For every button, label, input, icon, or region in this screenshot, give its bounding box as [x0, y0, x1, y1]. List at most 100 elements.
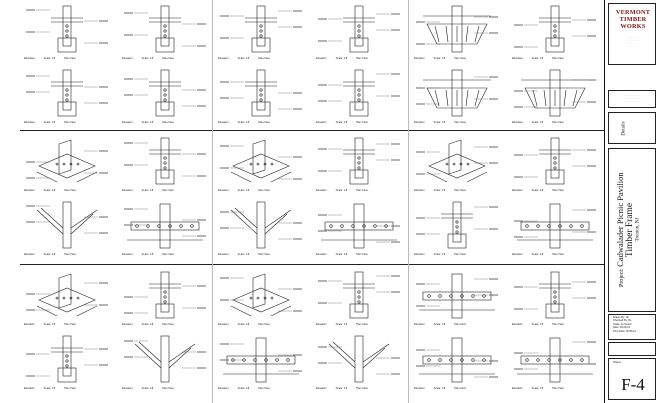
title-block: VERMONT TIMBER WORKS · · · · · · · · ·· …: [604, 0, 658, 403]
detail-plan-label: Plan View: [64, 322, 76, 326]
detail-elevation-label: Elevation: [24, 252, 35, 256]
detail-scale-label: Scale: 1:8: [335, 56, 348, 60]
detail-linework: [124, 69, 206, 117]
detail-scale-label: Scale: 1:8: [237, 322, 250, 326]
detail-scale-label: Scale: 1:8: [335, 386, 348, 390]
detail-elevation-label: Elevation: [24, 120, 35, 124]
detail-plan-label: Plan View: [454, 386, 466, 390]
detail-elevation-label: Elevation: [316, 322, 327, 326]
detail-scale-label: Scale: 1:8: [43, 120, 56, 124]
detail-elevation-label: Elevation: [122, 56, 133, 60]
detail-scale-label: Scale: 1:8: [433, 322, 446, 326]
detail-elevation-label: Elevation: [218, 322, 229, 326]
detail-scale-label: Scale: 1:8: [531, 252, 544, 256]
detail-scale-label: Scale: 1:8: [141, 252, 154, 256]
detail-scale-label: Scale: 1:8: [237, 120, 250, 124]
detail-scale-label: Scale: 1:8: [433, 188, 446, 192]
detail-linework: [220, 201, 302, 249]
detail-plan-label: Plan View: [162, 252, 174, 256]
detail-scale-label: Scale: 1:8: [43, 188, 56, 192]
detail-elevation-label: Elevation: [122, 120, 133, 124]
detail-elevation-label: Elevation: [414, 188, 425, 192]
detail-elevation-label: Elevation: [414, 56, 425, 60]
detail-elevation-label: Elevation: [316, 56, 327, 60]
detail-elevation-label: Elevation: [24, 188, 35, 192]
detail-plan-label: Plan View: [64, 56, 76, 60]
column-divider: [212, 0, 213, 403]
detail-plan-label: Plan View: [162, 386, 174, 390]
sheet-number: F-4: [621, 375, 645, 394]
detail-scale-label: Scale: 1:8: [335, 188, 348, 192]
date: Date: 06.08.21: [613, 326, 631, 330]
detail-scale-label: Scale: 1:8: [141, 120, 154, 124]
sheet-number-box: Sheet F-4: [608, 358, 656, 400]
revisions-label: Details: [621, 121, 627, 136]
detail-elevation-label: Elevation: [316, 252, 327, 256]
detail-scale-label: Scale: 1:8: [433, 386, 446, 390]
detail-scale-label: Scale: 1:8: [531, 56, 544, 60]
revision-table: [608, 342, 656, 356]
detail-linework: [416, 337, 498, 383]
detail-linework: [416, 5, 498, 53]
detail-elevation-label: Elevation: [24, 322, 35, 326]
sheet-label: Sheet: [613, 360, 621, 364]
detail-elevation-label: Elevation: [24, 386, 35, 390]
detail-linework: [416, 273, 498, 319]
checked-by: Checked By: DL: [613, 319, 632, 323]
detail-linework: [26, 69, 108, 117]
detail-elevation-label: Elevation: [122, 386, 133, 390]
detail-linework: [26, 5, 108, 53]
detail-scale-label: Scale: 1:8: [335, 322, 348, 326]
project-name: Cadwalader Picnic Pavilion: [615, 172, 625, 267]
notice-box: · · · · · · · · · · · ·· · · · · · · · ·…: [608, 90, 656, 108]
detail-scale-label: Scale: 1:8: [237, 386, 250, 390]
drawn-by: Drawn By: JE: [613, 316, 629, 319]
detail-linework: [514, 69, 596, 117]
detail-linework: [220, 69, 302, 117]
detail-linework: [318, 5, 400, 53]
detail-plan-label: Plan View: [162, 56, 174, 60]
detail-plan-label: Plan View: [552, 120, 564, 124]
detail-linework: [318, 335, 400, 383]
detail-scale-label: Scale: 1:8: [335, 252, 348, 256]
scale: Scale: as Noted: [613, 322, 632, 326]
detail-plan-label: Plan View: [64, 386, 76, 390]
detail-linework: [514, 337, 596, 383]
detail-elevation-label: Elevation: [512, 56, 523, 60]
detail-plan-label: Plan View: [552, 188, 564, 192]
column-divider: [408, 0, 409, 403]
detail-plan-label: Plan View: [552, 322, 564, 326]
detail-plan-label: Plan View: [552, 386, 564, 390]
detail-scale-label: Scale: 1:8: [237, 252, 250, 256]
detail-elevation-label: Elevation: [512, 120, 523, 124]
detail-linework: [124, 137, 206, 185]
